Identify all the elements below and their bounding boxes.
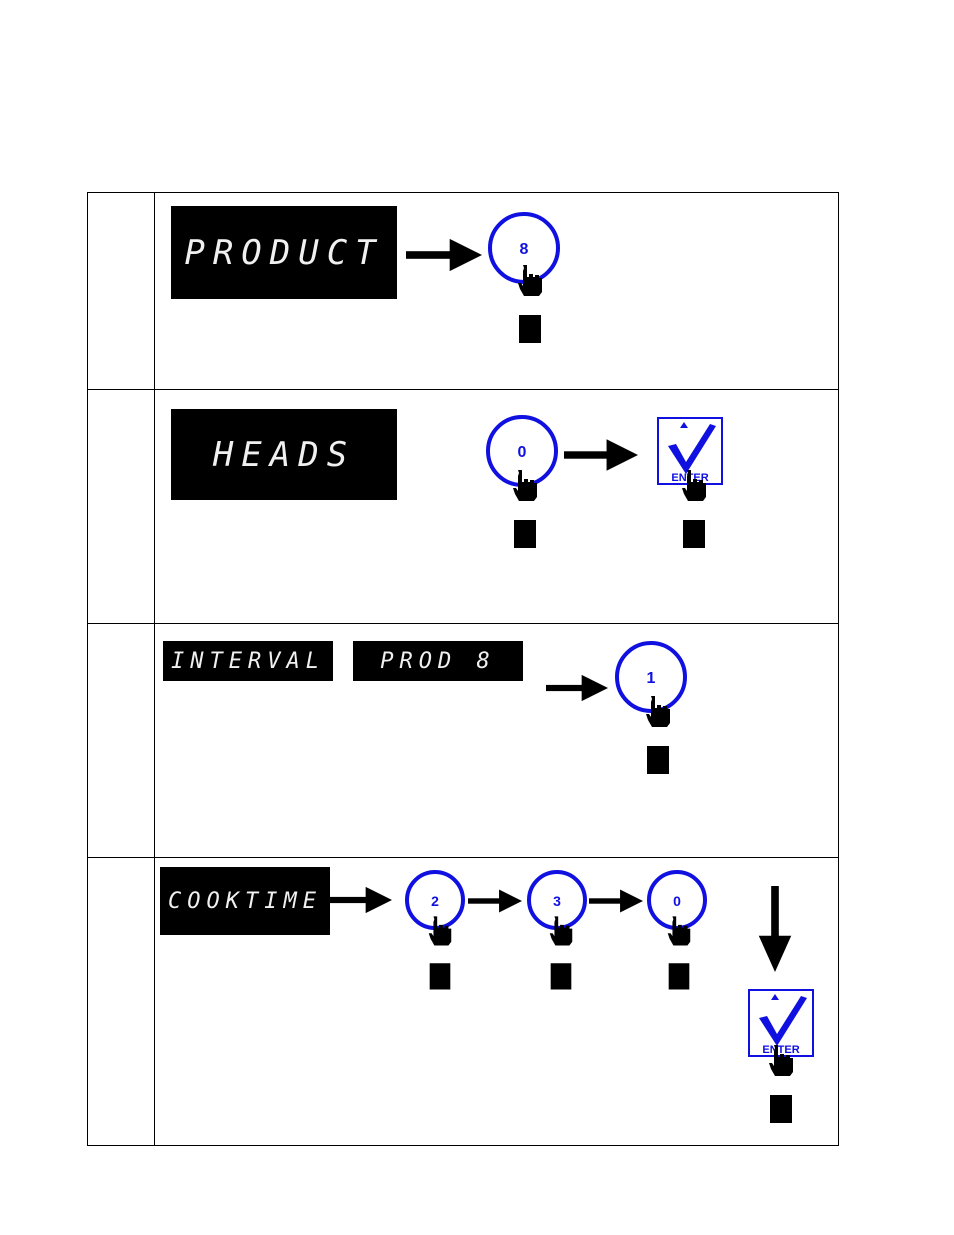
arrow-right-icon bbox=[546, 671, 608, 705]
step-row-1: PRODUCT 8 bbox=[88, 193, 838, 390]
key-label: 0 bbox=[673, 893, 681, 909]
step-number-cell bbox=[88, 624, 155, 857]
enter-key-label: ENTER bbox=[762, 1044, 799, 1056]
step-row-4: COOKTIME 2 3 0 E bbox=[88, 858, 838, 1145]
pressing-hand-icon bbox=[642, 694, 674, 774]
key-3-button[interactable]: 3 bbox=[526, 870, 588, 932]
lcd-display-heads: HEADS bbox=[171, 409, 397, 500]
key-label: 2 bbox=[431, 893, 439, 909]
pressing-hand-icon bbox=[765, 1043, 797, 1123]
pressing-hand-icon bbox=[425, 914, 455, 990]
key-label: 3 bbox=[553, 893, 561, 909]
key-label: 1 bbox=[647, 670, 656, 687]
step-content: INTERVAL PROD 8 1 bbox=[154, 624, 838, 857]
arrow-right-icon bbox=[589, 886, 643, 916]
pressing-hand-icon bbox=[546, 914, 576, 990]
step-number-cell bbox=[88, 193, 155, 389]
step-content: COOKTIME 2 3 0 E bbox=[154, 858, 838, 1145]
arrow-right-icon bbox=[330, 884, 392, 916]
lcd-display-interval: INTERVAL bbox=[163, 641, 333, 681]
step-number-cell bbox=[88, 858, 155, 1145]
pressing-hand-icon bbox=[664, 914, 694, 990]
lcd-display-cooktime: COOKTIME bbox=[160, 867, 330, 935]
pressing-hand-icon bbox=[678, 468, 710, 548]
lcd-display-prod: PROD 8 bbox=[353, 641, 523, 681]
step-row-2: HEADS 0 ENTER bbox=[88, 390, 838, 624]
pressing-hand-icon bbox=[514, 263, 546, 343]
key-label: 8 bbox=[520, 241, 529, 258]
lcd-display-product: PRODUCT bbox=[171, 206, 397, 299]
arrow-right-icon bbox=[564, 439, 638, 471]
steps-table: PRODUCT 8 HEADS 0 ENTER bbox=[87, 192, 839, 1146]
key-1-button[interactable]: 1 bbox=[613, 640, 689, 716]
step-row-3: INTERVAL PROD 8 1 bbox=[88, 624, 838, 858]
step-content: HEADS 0 ENTER bbox=[154, 390, 838, 623]
key-8-button[interactable]: 8 bbox=[487, 211, 563, 287]
enter-key-button[interactable]: ENTER bbox=[747, 988, 817, 1060]
step-content: PRODUCT 8 bbox=[154, 193, 838, 389]
step-number-cell bbox=[88, 390, 155, 623]
arrow-right-icon bbox=[468, 886, 522, 916]
arrow-right-icon bbox=[406, 238, 482, 272]
key-label: 0 bbox=[518, 444, 527, 461]
pressing-hand-icon bbox=[509, 468, 541, 548]
arrow-down-icon bbox=[758, 886, 792, 972]
